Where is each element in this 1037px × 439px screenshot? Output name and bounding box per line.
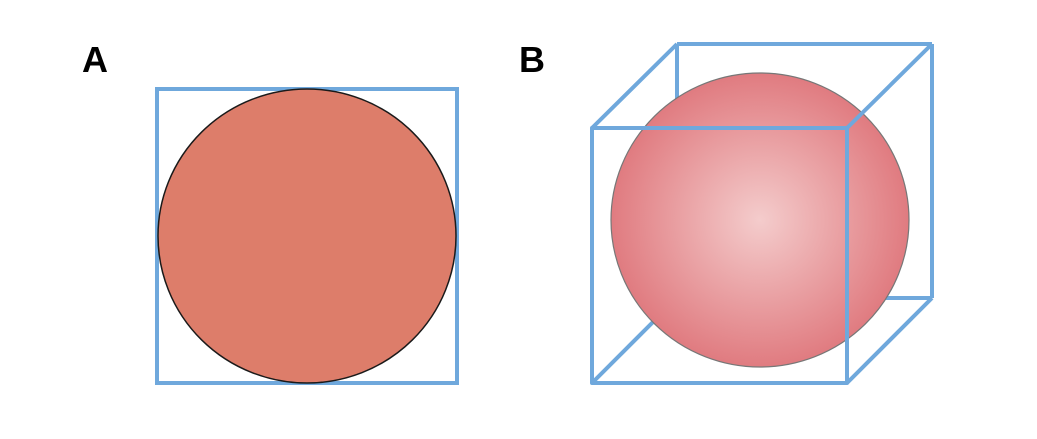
panel-a-label: A — [82, 39, 108, 80]
panel-b: B — [519, 39, 934, 385]
panel-a: A — [82, 39, 459, 385]
inscribed-sphere — [610, 72, 910, 368]
panel-b-label: B — [519, 39, 545, 80]
cube-front-edges — [590, 42, 934, 385]
inscribed-circle — [157, 88, 457, 384]
